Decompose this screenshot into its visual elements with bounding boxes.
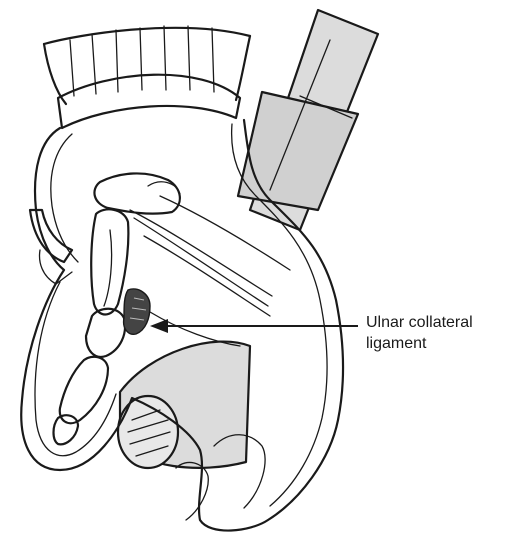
label-line-1: Ulnar collateral	[366, 312, 516, 333]
pole-grip-end	[118, 342, 250, 468]
ski-pole	[238, 10, 378, 230]
sleeve	[44, 26, 250, 128]
annotation-arrow	[150, 319, 358, 333]
ulnar-collateral-ligament	[124, 289, 150, 334]
label-line-2: ligament	[366, 333, 516, 354]
palm-lines	[130, 196, 290, 346]
ligament-label: Ulnar collateral ligament	[366, 312, 516, 354]
